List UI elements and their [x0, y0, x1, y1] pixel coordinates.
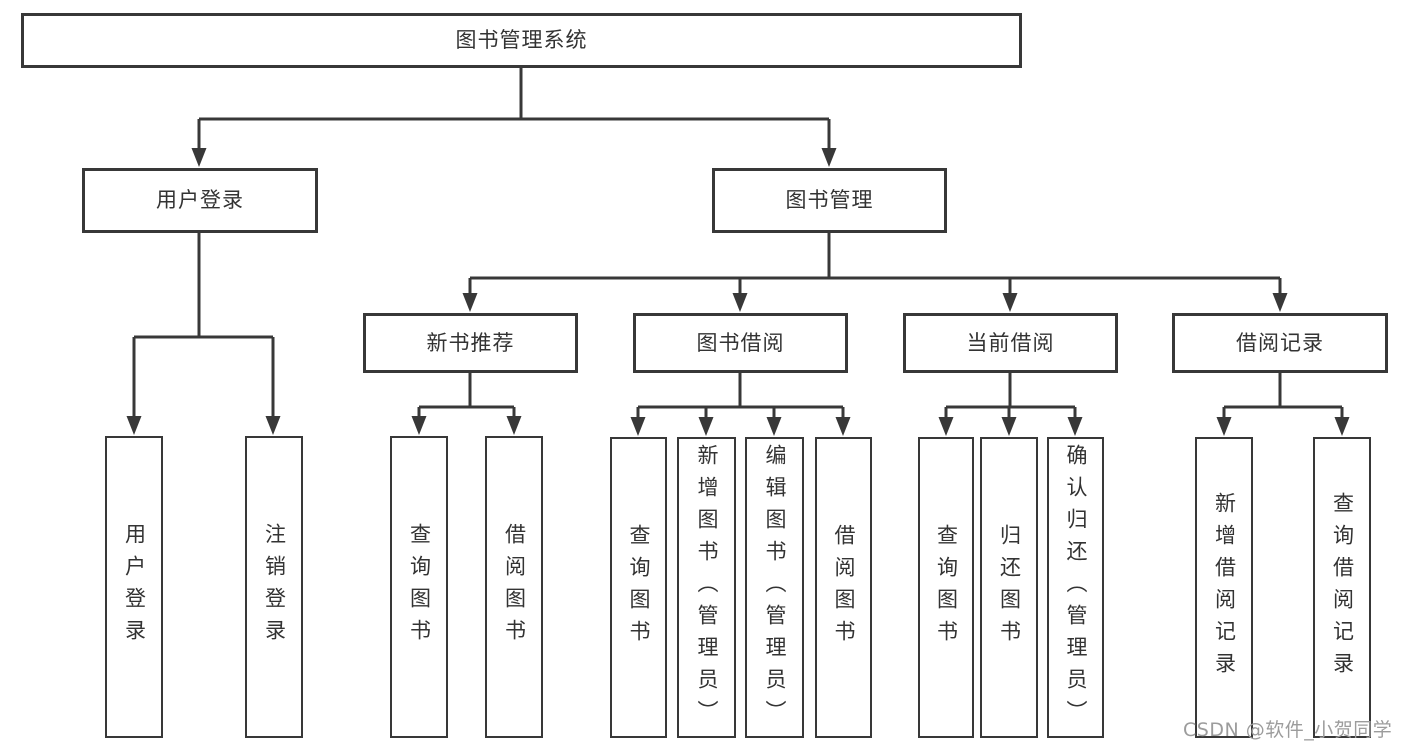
leaf-query-books-current-label: 查询图书 — [934, 523, 959, 652]
node-library-system: 图书管理系统 — [21, 13, 1022, 68]
leaf-query-books-borrowing: 查询图书 — [610, 437, 667, 738]
leaf-logout-login: 注销登录 — [245, 436, 303, 738]
leaf-add-borrow-record-label: 新增借阅记录 — [1212, 491, 1237, 684]
leaf-query-books-current: 查询图书 — [918, 437, 974, 738]
node-user-login-label: 用户登录 — [156, 188, 244, 212]
leaf-borrow-books-recommend-label: 借阅图书 — [502, 523, 527, 651]
node-current-borrowing-label: 当前借阅 — [966, 330, 1055, 355]
leaf-borrow-books-recommend: 借阅图书 — [485, 436, 543, 738]
leaf-add-borrow-record: 新增借阅记录 — [1195, 437, 1253, 738]
node-library-system-label: 图书管理系统 — [455, 28, 588, 52]
leaf-return-books: 归还图书 — [980, 437, 1038, 738]
leaf-add-book-admin: 新增图书（管理员） — [677, 437, 736, 738]
leaf-edit-book-admin: 编辑图书（管理员） — [745, 437, 804, 738]
leaf-query-books-borrowing-label: 查询图书 — [627, 523, 651, 652]
node-book-management: 图书管理 — [712, 168, 947, 233]
node-book-borrowing-label: 图书借阅 — [696, 330, 785, 355]
leaf-query-books-recommend: 查询图书 — [390, 436, 448, 738]
leaf-add-book-admin-label: 新增图书（管理员） — [695, 443, 719, 732]
node-book-borrowing: 图书借阅 — [633, 313, 848, 373]
leaf-confirm-return-admin-label: 确认归还（管理员） — [1064, 443, 1088, 732]
node-new-book-recommend-label: 新书推荐 — [426, 330, 515, 355]
node-current-borrowing: 当前借阅 — [903, 313, 1118, 373]
leaf-edit-book-admin-label: 编辑图书（管理员） — [763, 443, 787, 732]
leaf-query-borrow-record: 查询借阅记录 — [1313, 437, 1371, 738]
leaf-user-login: 用户登录 — [105, 436, 163, 738]
leaf-logout-login-label: 注销登录 — [262, 523, 287, 651]
leaf-query-borrow-record-label: 查询借阅记录 — [1330, 491, 1355, 684]
leaf-user-login-label: 用户登录 — [122, 523, 147, 651]
csdn-watermark: CSDN @软件_小贺同学 — [1183, 719, 1393, 741]
node-new-book-recommend: 新书推荐 — [363, 313, 578, 373]
node-book-management-label: 图书管理 — [785, 188, 874, 212]
node-borrow-records-label: 借阅记录 — [1236, 330, 1324, 355]
leaf-borrow-books-borrowing-label: 借阅图书 — [832, 523, 856, 652]
node-user-login: 用户登录 — [82, 168, 318, 233]
leaf-query-books-recommend-label: 查询图书 — [407, 523, 432, 651]
node-borrow-records: 借阅记录 — [1172, 313, 1388, 373]
leaf-return-books-label: 归还图书 — [997, 523, 1022, 652]
leaf-borrow-books-borrowing: 借阅图书 — [815, 437, 872, 738]
connector-lines — [132, 68, 1344, 421]
leaf-confirm-return-admin: 确认归还（管理员） — [1047, 437, 1104, 738]
